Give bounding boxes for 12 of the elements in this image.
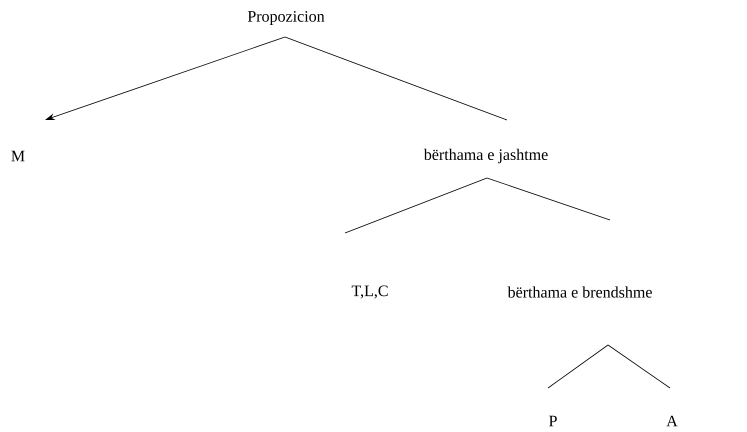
tree-label: P	[549, 416, 557, 426]
tree-label: Propozicion	[248, 11, 324, 25]
tree-line	[344, 178, 488, 234]
tree-line	[284, 36, 508, 120]
tree-label: bërthama e jashtme	[424, 148, 548, 164]
tree-line	[608, 344, 670, 388]
tree-label: T,L,C	[352, 285, 388, 299]
tree-label: M	[11, 150, 25, 162]
tree-label: A	[666, 416, 678, 426]
tree-line	[486, 178, 610, 220]
tree-label: bërthama e brendshme	[508, 286, 652, 298]
tree-line	[548, 344, 608, 388]
